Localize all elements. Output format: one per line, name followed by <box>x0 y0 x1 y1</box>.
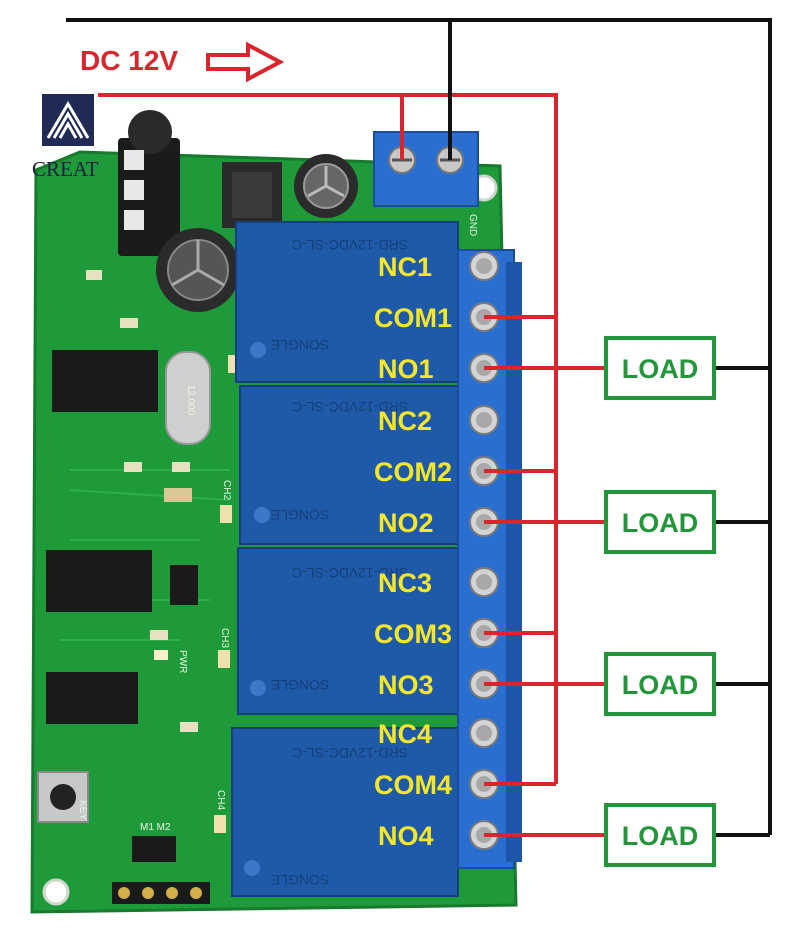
creat-logo: CREAT <box>32 94 99 181</box>
relay-2-brand: SONGLE <box>271 507 329 523</box>
label-nc3: NC3 <box>378 568 432 598</box>
audio-jack <box>118 110 180 256</box>
ch3-label: CH3 <box>219 628 230 648</box>
load-box-2 <box>604 490 716 554</box>
screw-head-nc4 <box>476 725 492 741</box>
relay-3-brand: SONGLE <box>271 677 329 693</box>
screw-head-nc1 <box>476 258 492 274</box>
label-no1: NO1 <box>378 354 434 384</box>
load-box-3 <box>604 652 716 716</box>
label-no4: NO4 <box>378 821 434 851</box>
label-com4: COM4 <box>374 770 452 800</box>
output-terminal-block <box>457 249 522 869</box>
key-button: KEY <box>37 771 89 823</box>
relay-4-brand: SONGLE <box>271 872 329 888</box>
positive-bus-wire <box>98 93 558 784</box>
load-boxes: LOAD LOAD LOAD LOAD <box>604 336 716 867</box>
ic-chips <box>46 350 198 724</box>
relay-3 <box>237 547 459 715</box>
key-label: KEY <box>77 800 88 820</box>
ch2-label: CH2 <box>221 480 232 500</box>
relay-4-model: SRD-12VDC-SL-C <box>292 745 408 761</box>
relay-1-model: SRD-12VDC-SL-C <box>292 237 408 253</box>
jumper-label: M1 M2 <box>140 822 171 833</box>
load-box-4 <box>604 803 716 867</box>
logo-text: CREAT <box>32 157 99 181</box>
label-com3: COM3 <box>374 619 452 649</box>
load-box-1 <box>604 336 716 400</box>
smd-components <box>86 270 198 732</box>
dc-power-annotation: DC 12V <box>80 41 285 83</box>
ground-bus-wire <box>66 18 772 835</box>
header-pins: M1 M2 <box>112 822 210 904</box>
relay-4 <box>231 727 459 897</box>
capacitor <box>156 228 240 312</box>
crystal-label: 12.000 <box>185 385 196 416</box>
label-nc1: NC1 <box>378 252 432 282</box>
relay-3-model: SRD-12VDC-SL-C <box>292 565 408 581</box>
label-no2: NO2 <box>378 508 434 538</box>
load-label-2: LOAD <box>622 508 699 538</box>
label-no3: NO3 <box>378 670 434 700</box>
arrow-right-icon <box>206 41 285 83</box>
gnd-label: GND <box>467 214 478 236</box>
capacitor-small <box>294 154 358 218</box>
load-label-4: LOAD <box>622 821 699 851</box>
relay-1 <box>235 221 459 383</box>
power-terminal-block: GND <box>373 131 479 236</box>
logo-mark-icon <box>46 101 90 139</box>
label-com1: COM1 <box>374 303 452 333</box>
screw-head-nc2 <box>476 412 492 428</box>
relay-2-model: SRD-12VDC-SL-C <box>292 399 408 415</box>
crystal-oscillator: 12.000 <box>165 351 211 445</box>
voltage-regulator <box>222 162 282 228</box>
wires <box>66 18 772 837</box>
load-label-3: LOAD <box>622 670 699 700</box>
label-nc4: NC4 <box>378 719 432 749</box>
screw-head-nc3 <box>476 574 492 590</box>
pwr-label: PWR <box>177 650 188 673</box>
relay-printing: SRD-12VDC-SL-C SONGLE SRD-12VDC-SL-C SON… <box>271 237 408 888</box>
relay-1-brand: SONGLE <box>271 337 329 353</box>
dc-voltage-label: DC 12V <box>80 45 178 76</box>
label-nc2: NC2 <box>378 406 432 436</box>
label-com2: COM2 <box>374 457 452 487</box>
ch4-label: CH4 <box>215 790 226 810</box>
load-label-1: LOAD <box>622 354 699 384</box>
